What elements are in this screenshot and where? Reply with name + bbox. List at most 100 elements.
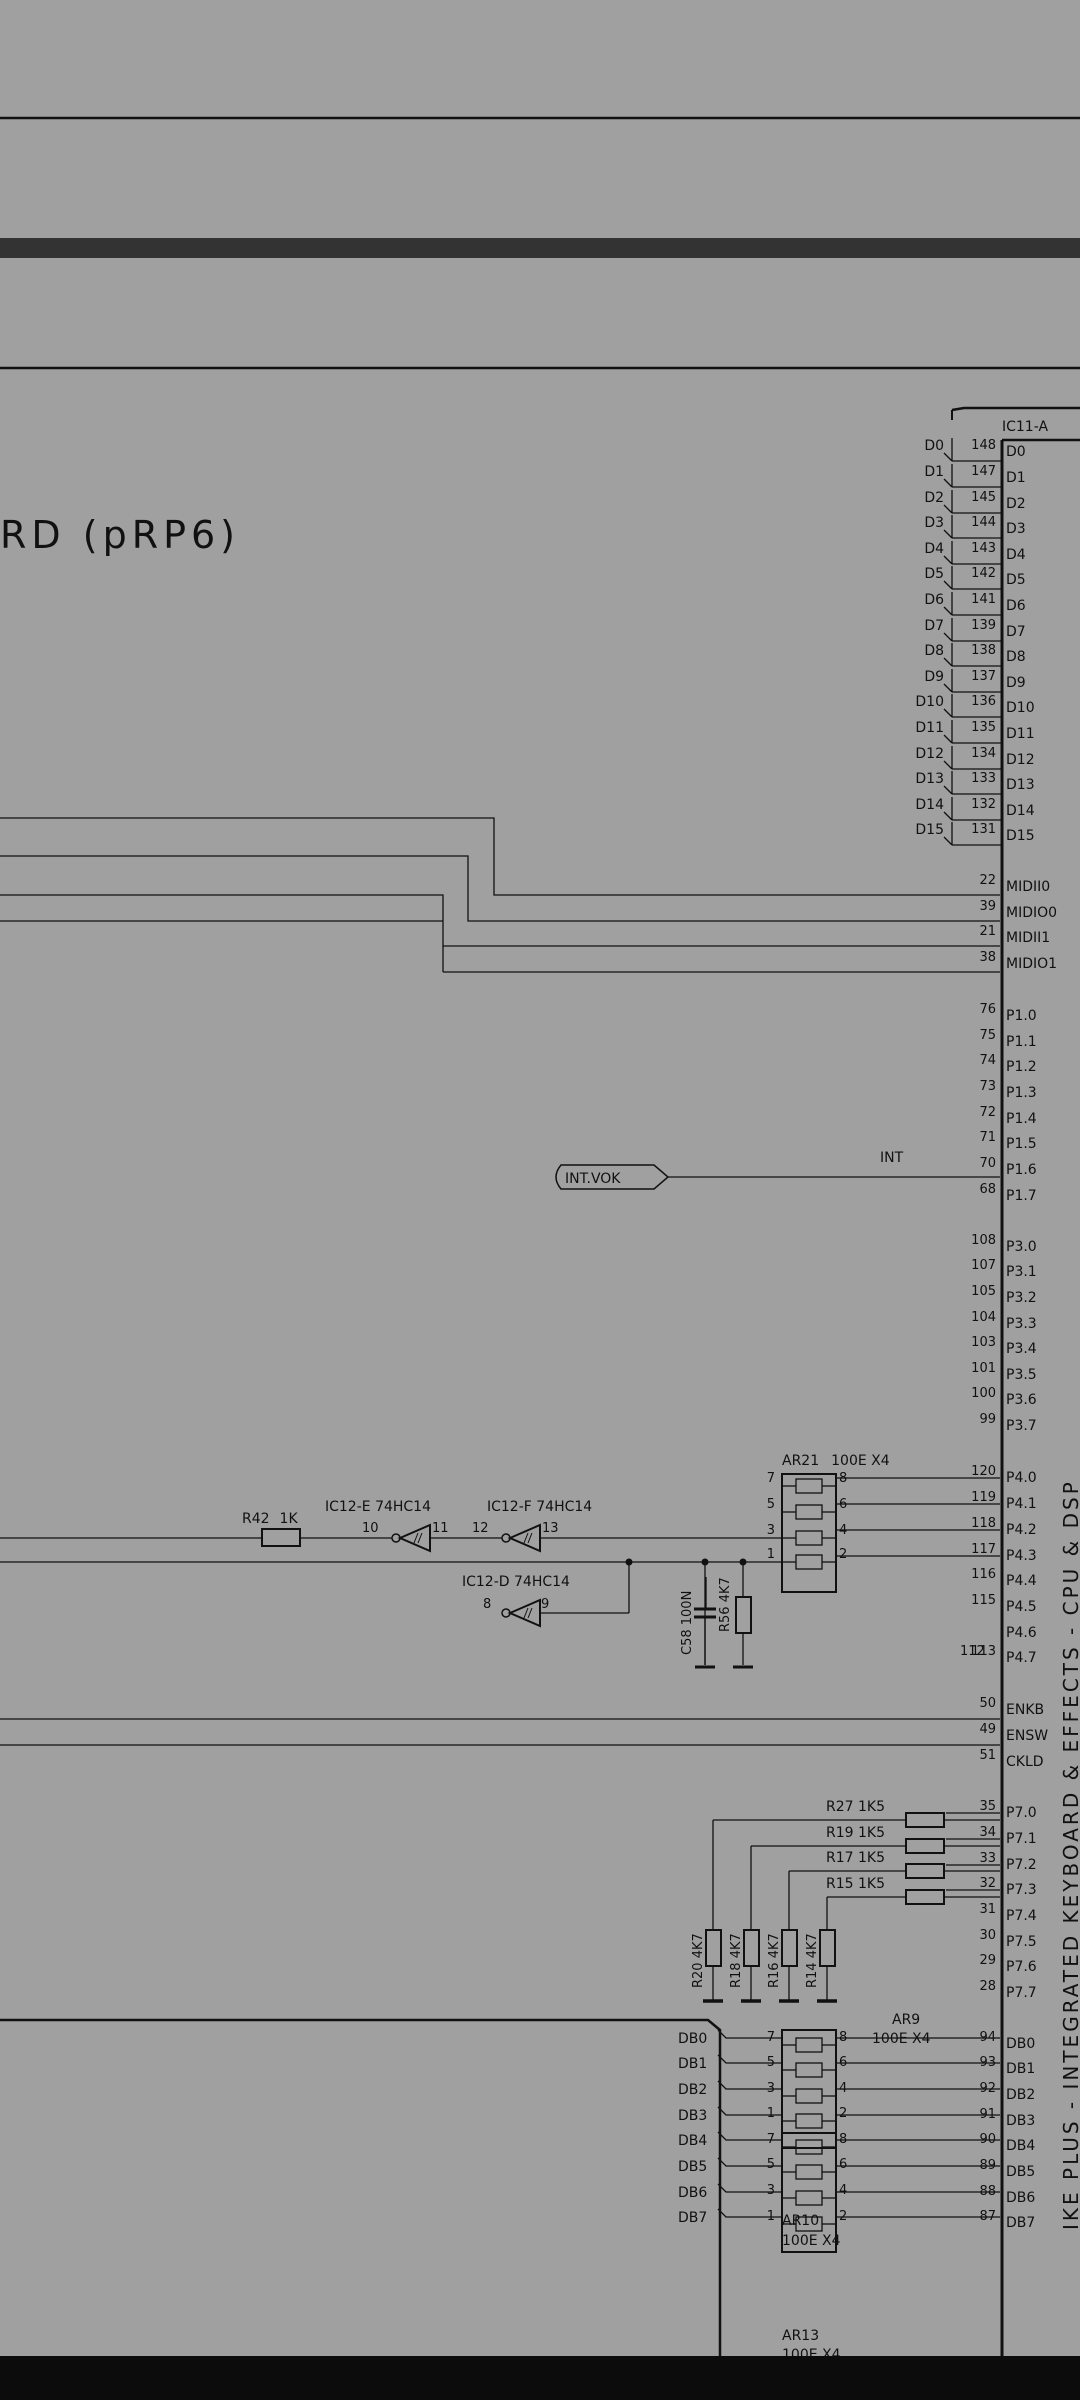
ic-pin-label: D9 <box>1006 675 1026 691</box>
array-pin-right: 2 <box>839 2106 847 2121</box>
ic-pin-label: DB6 <box>1006 2190 1035 2206</box>
ic-pin-label: D8 <box>1006 649 1026 665</box>
db-net-label: DB1 <box>678 2056 707 2072</box>
ic-pin-label: D13 <box>1006 777 1035 793</box>
junction-dots <box>625 1558 747 1566</box>
ic-pin: D11 135 D11 <box>915 720 1035 744</box>
ic-pin-label: P4.5 <box>1006 1599 1037 1615</box>
ic-pin: P7.431 <box>979 1902 1036 1924</box>
ic-pin-number: 131 <box>971 822 996 837</box>
ic-pin-label: DB5 <box>1006 2164 1035 2180</box>
ic-pin-label: MIDIO1 <box>1006 956 1057 972</box>
bottom-bar <box>0 2356 1080 2400</box>
ic-pin-list: D0148D0D1147D1D2145D2D3144D3D4143D4D5142… <box>678 438 1057 2231</box>
ic-pin-label: D15 <box>1006 828 1035 844</box>
inverter-ic12-e <box>391 1523 431 1553</box>
ic-pin-label: P1.4 <box>1006 1111 1037 1127</box>
ic-pin-number: 113 <box>971 1644 996 1659</box>
ic-pin: P4.6 <box>1006 1625 1037 1641</box>
ic-pin-net: D5 <box>924 566 944 582</box>
ic-pin: P7.332 <box>946 1876 1037 1898</box>
ic-pin-label: D5 <box>1006 572 1026 588</box>
ic-pin-net: D10 <box>915 694 944 710</box>
ic-pin-label: D2 <box>1006 496 1026 512</box>
ic-pin-number: 76 <box>979 1002 996 1017</box>
ic-pin-label: MIDIO0 <box>1006 905 1057 921</box>
ic-pin-label: P4.0 <box>1006 1470 1037 1486</box>
array-pin-left: 7 <box>767 1471 775 1486</box>
ic-pin-label: D11 <box>1006 726 1035 742</box>
ic-pin-number: 32 <box>979 1876 996 1891</box>
ar10-value-2: 100E X4 <box>782 2233 841 2249</box>
ic-pin-number: 75 <box>979 1028 996 1043</box>
ic-pin-label: DB0 <box>1006 2036 1035 2052</box>
control-wires <box>0 1718 1000 1746</box>
ic-pin: P3.799 <box>979 1412 1036 1434</box>
ic-pin-label: P7.6 <box>1006 1959 1037 1975</box>
ic-pin: P1.373 <box>979 1079 1036 1101</box>
ic-pin-label: DB7 <box>1006 2215 1035 2231</box>
inverter-f-label: IC12-F 74HC14 <box>487 1499 592 1515</box>
ic-pin-number: 135 <box>971 720 996 735</box>
array-pin-right: 6 <box>839 1497 847 1512</box>
ic-pin-number: 21 <box>979 924 996 939</box>
array-pin-left: 1 <box>767 2209 775 2224</box>
ic-pin-label: P3.3 <box>1006 1316 1037 1332</box>
ic-pin-label: D12 <box>1006 752 1035 768</box>
ic-pin-label: P1.5 <box>1006 1136 1037 1152</box>
c58-label: C58 100N <box>680 1591 695 1655</box>
ic-pin-label: P3.0 <box>1006 1239 1037 1255</box>
ic-name: IC11-A <box>1002 419 1048 435</box>
ar13-name: AR13 <box>782 2328 819 2344</box>
r56-label: R56 4K7 <box>718 1577 733 1632</box>
ic-pin-label: P3.7 <box>1006 1418 1037 1434</box>
ic-pin-net: D11 <box>915 720 944 736</box>
ic-pin: P7.035 <box>946 1799 1037 1821</box>
array-pin-right: 4 <box>839 1523 847 1538</box>
ic-pin-number: 133 <box>971 771 996 786</box>
ic-pin: P7.728 <box>979 1979 1036 2001</box>
int-vok-label: INT.VOK <box>565 1171 621 1187</box>
ic-pin-label: DB1 <box>1006 2061 1035 2077</box>
ic-pin-label: P1.6 <box>1006 1162 1037 1178</box>
ic-pin-label: P7.4 <box>1006 1908 1037 1924</box>
ic-pin-number: 115 <box>971 1593 996 1608</box>
ic-pin-number: 74 <box>979 1053 996 1068</box>
ic-pin-number: 134 <box>971 746 996 761</box>
ic-pin-label: P4.6 <box>1006 1625 1037 1641</box>
ic-pin-number: 138 <box>971 643 996 658</box>
array-pin-left: 3 <box>767 1523 775 1538</box>
ic-pin-number: 142 <box>971 566 996 581</box>
series-resistor-label: R19 1K5 <box>826 1825 885 1841</box>
array-pin-left: 1 <box>767 2106 775 2121</box>
ic-pin: P7.233 <box>946 1851 1037 1873</box>
ic-pin-number: 118 <box>971 1516 996 1531</box>
int-vok-port[interactable]: INT.VOK <box>555 1164 1000 1190</box>
ic-pin-label: P7.2 <box>1006 1857 1037 1873</box>
ic-pin-label: P4.3 <box>1006 1548 1037 1564</box>
array-pin-left: 5 <box>767 2157 775 2172</box>
ic-pin-label: P3.1 <box>1006 1264 1037 1280</box>
ic-pin-label: P4.7 <box>1006 1650 1037 1666</box>
ic-pin-net: D15 <box>915 822 944 838</box>
ic-pin-label: ENSW <box>1006 1728 1048 1744</box>
ic-pin-number: 29 <box>979 1953 996 1968</box>
ic-pin: P7.6 29 <box>979 1953 1036 1975</box>
ic-pin-number: 101 <box>971 1361 996 1376</box>
inverter-f-in: 12 <box>472 1521 489 1536</box>
db-net-label: DB7 <box>678 2210 707 2226</box>
ic-pin-number: 104 <box>971 1310 996 1325</box>
ic-pin-label: D4 <box>1006 547 1026 563</box>
ic-pin-label: DB3 <box>1006 2113 1035 2129</box>
